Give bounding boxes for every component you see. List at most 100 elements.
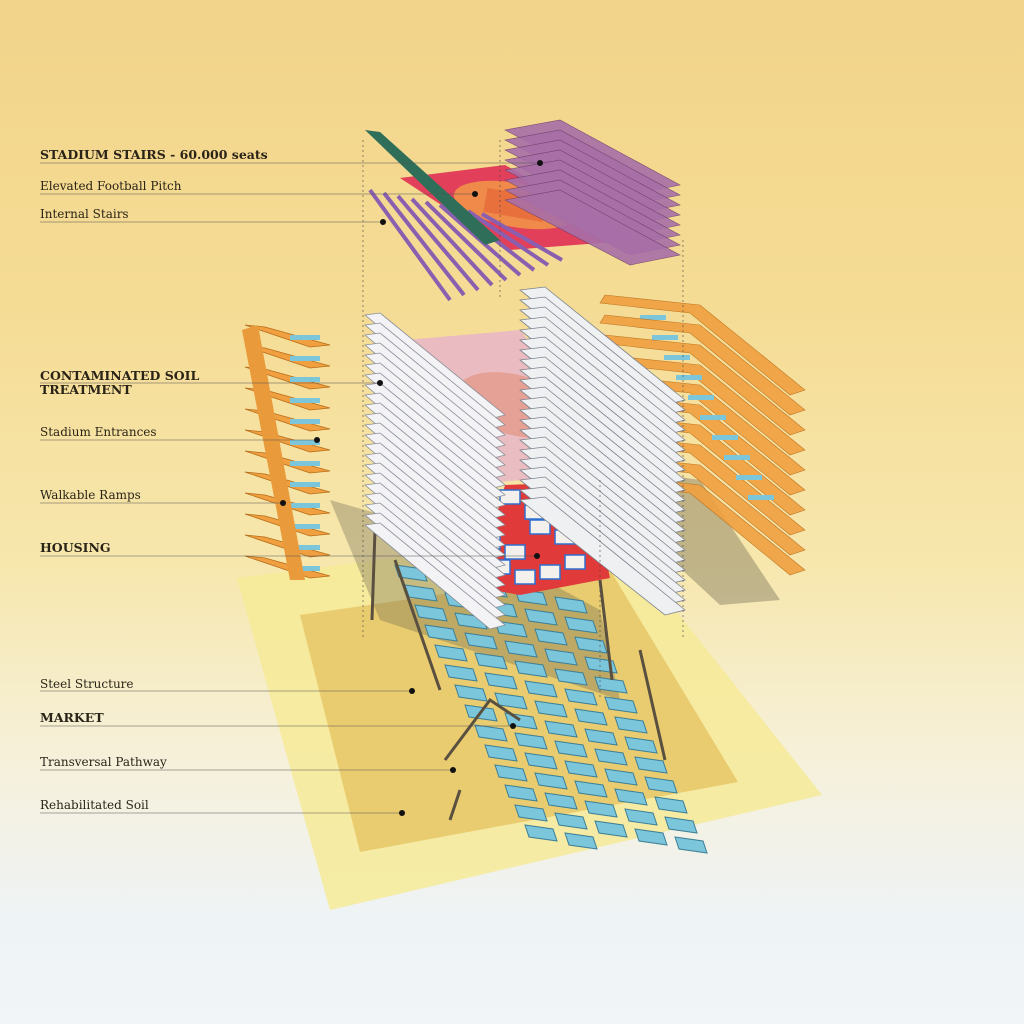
market-stall xyxy=(434,644,468,662)
entrance-canopy xyxy=(290,524,320,529)
market-stall xyxy=(654,796,688,814)
entrance-canopy xyxy=(290,356,320,361)
label-stadium-stairs: STADIUM STAIRS - 60.000 seats xyxy=(40,147,268,162)
entrance-canopy xyxy=(700,415,726,420)
market-stall xyxy=(554,596,588,614)
market-stall xyxy=(464,632,498,650)
market-stall xyxy=(564,760,598,778)
market-stall xyxy=(514,804,548,822)
market-stall xyxy=(494,692,528,710)
market-stall xyxy=(514,660,548,678)
stand-tier-left xyxy=(364,522,506,630)
entrance-canopy xyxy=(688,395,714,400)
market-stall xyxy=(664,816,698,834)
leader-dot xyxy=(510,723,516,729)
housing-unit xyxy=(529,519,551,535)
leader-dot xyxy=(537,160,543,166)
housing-unit xyxy=(539,564,561,580)
stadium-stands xyxy=(364,286,686,630)
stand-edge xyxy=(365,130,500,245)
internal-stair xyxy=(466,209,550,267)
market-stall xyxy=(454,684,488,702)
internal-stair xyxy=(410,197,494,287)
walkable-ramps xyxy=(242,294,806,580)
market-stall xyxy=(474,652,508,670)
entrance-canopy xyxy=(724,455,750,460)
market-stall xyxy=(534,772,568,790)
market-stall xyxy=(544,648,578,666)
market-stall xyxy=(534,628,568,646)
entrance-canopy xyxy=(652,335,678,340)
label-soil-treatment-line1: CONTAMINATED SOIL xyxy=(40,368,200,383)
entrance-canopy xyxy=(640,315,666,320)
market-stall xyxy=(574,780,608,798)
label-rehabilitated-soil: Rehabilitated Soil xyxy=(40,798,149,812)
market-stall xyxy=(564,832,598,850)
label-stadium-entrances: Stadium Entrances xyxy=(40,425,157,439)
market-stall xyxy=(534,700,568,718)
entrance-canopy xyxy=(290,440,320,445)
label-soil-treatment-line2: TREATMENT xyxy=(40,382,132,397)
entrance-canopy xyxy=(290,461,320,466)
market-stall xyxy=(524,824,558,842)
market-stall xyxy=(594,820,628,838)
market-stall xyxy=(614,788,648,806)
ramp-left xyxy=(244,450,331,474)
leader-dot xyxy=(377,380,383,386)
market-stall xyxy=(624,736,658,754)
leader-dot xyxy=(450,767,456,773)
entrance-canopy xyxy=(290,398,320,403)
housing-unit xyxy=(504,544,526,560)
guide-lines xyxy=(362,140,684,700)
leader-dot xyxy=(314,437,320,443)
label-elevated-pitch: Elevated Football Pitch xyxy=(40,179,182,193)
entrance-canopy xyxy=(290,545,320,550)
market-stall xyxy=(484,672,518,690)
entrance-canopy xyxy=(712,435,738,440)
leader-dot xyxy=(409,688,415,694)
entrance-canopy xyxy=(290,377,320,382)
entrance-canopy xyxy=(676,375,702,380)
market-stall xyxy=(604,696,638,714)
leader-dot xyxy=(399,810,405,816)
market-stall xyxy=(584,800,618,818)
ramp-spine-left xyxy=(242,325,305,580)
market-stall xyxy=(504,784,538,802)
ramp-right xyxy=(599,314,806,416)
steel-structure xyxy=(370,529,667,821)
market-stall xyxy=(504,640,538,658)
market-stall xyxy=(484,744,518,762)
market-stall xyxy=(444,664,478,682)
label-internal-stairs: Internal Stairs xyxy=(40,207,129,221)
leader-dot xyxy=(534,553,540,559)
market-stall xyxy=(494,764,528,782)
market-stall xyxy=(634,756,668,774)
market-stall xyxy=(674,836,708,854)
market-stall xyxy=(644,776,678,794)
market-stall xyxy=(554,812,588,830)
market-stall xyxy=(414,604,448,622)
leader-dot xyxy=(380,219,386,225)
label-market: MARKET xyxy=(40,710,104,725)
label-steel-structure: Steel Structure xyxy=(40,677,134,691)
entrance-canopy xyxy=(748,495,774,500)
internal-stair xyxy=(396,194,480,292)
internal-stair xyxy=(424,200,508,282)
market-stall xyxy=(594,748,628,766)
entrance-canopy xyxy=(290,419,320,424)
label-walkable-ramps: Walkable Ramps xyxy=(40,488,141,502)
housing-unit xyxy=(499,489,521,505)
stadium-stairs-seats xyxy=(365,119,681,302)
entrance-canopy xyxy=(290,335,320,340)
market-stall xyxy=(574,636,608,654)
ramp-left xyxy=(244,471,331,495)
market-stall xyxy=(474,724,508,742)
internal-stair xyxy=(382,191,466,297)
leader-dot xyxy=(472,191,478,197)
market-stall xyxy=(554,668,588,686)
label-housing: HOUSING xyxy=(40,540,111,555)
market-stall xyxy=(564,616,598,634)
market-stall xyxy=(604,768,638,786)
